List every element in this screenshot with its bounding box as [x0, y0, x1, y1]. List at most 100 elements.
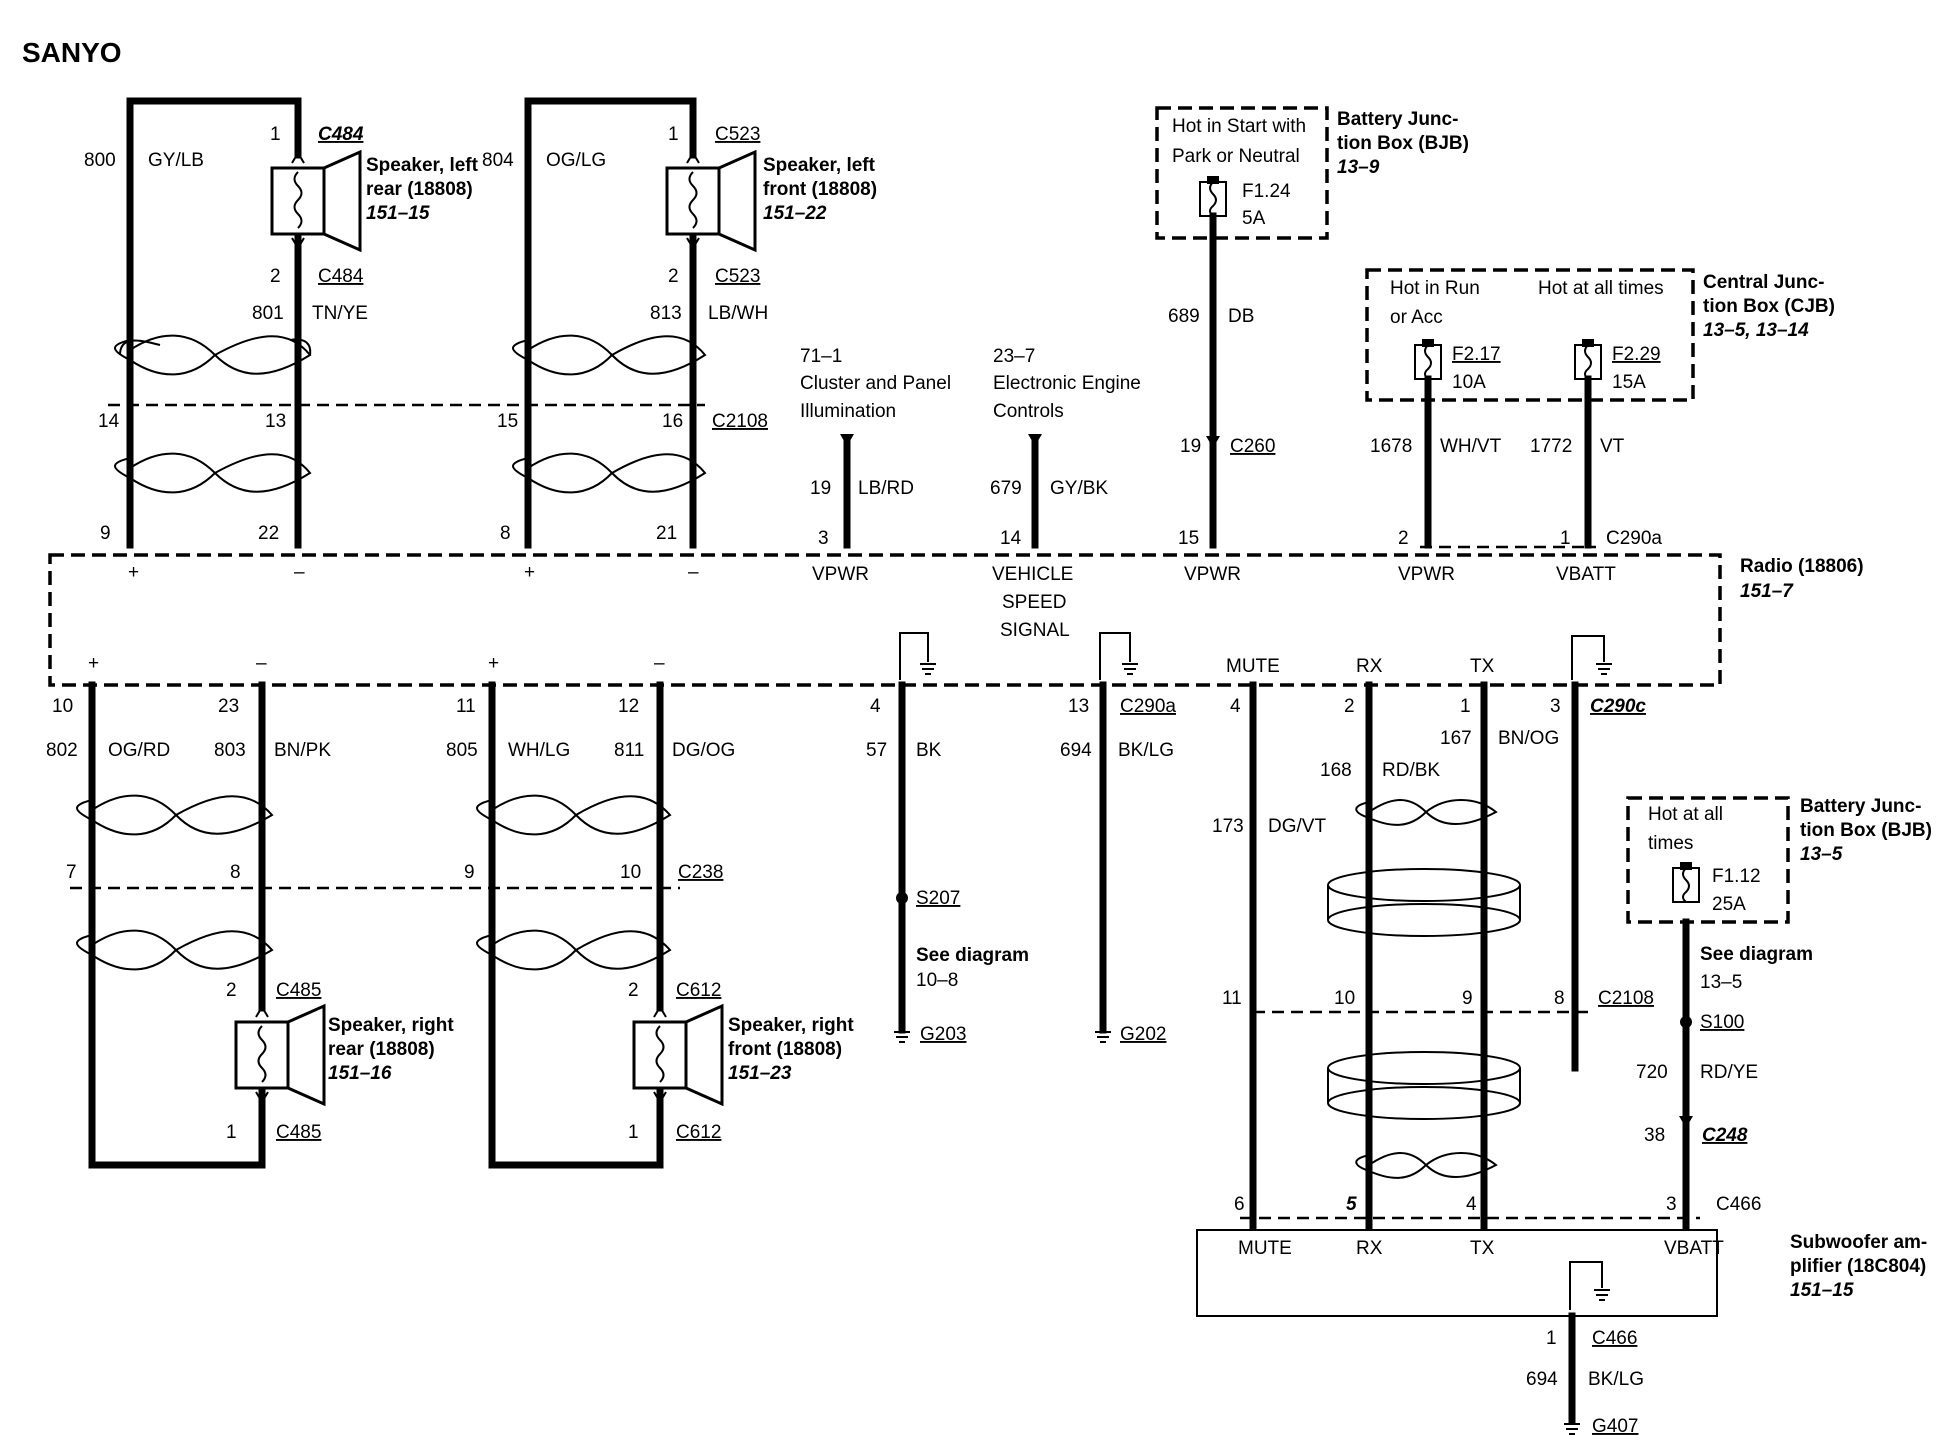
- fuse-label: F1.12: [1712, 866, 1761, 887]
- wire-color: DG/OG: [672, 740, 735, 761]
- ground-icon: [899, 632, 936, 680]
- pin-number: 8: [1554, 988, 1565, 1009]
- pin-number: 8: [500, 523, 511, 544]
- speaker-left-rear-icon: [270, 149, 362, 253]
- fuse-amp: 25A: [1712, 894, 1746, 915]
- twisted-pair-icon: [512, 334, 707, 376]
- polarity-minus: –: [654, 653, 665, 674]
- radio-box: [48, 553, 1722, 687]
- ref-label: Illumination: [800, 401, 896, 422]
- shield-icon: [1327, 868, 1521, 937]
- module-label: tion Box (BJB): [1337, 133, 1469, 154]
- connector-label: C485: [276, 1122, 321, 1143]
- pin-number: 13: [265, 411, 286, 432]
- module-label: tion Box (CJB): [1703, 296, 1835, 317]
- pin-number: 1: [1546, 1328, 1557, 1349]
- connector-label: C248: [1702, 1125, 1748, 1146]
- wire-802: [88, 681, 266, 1169]
- wire-number: 1678: [1370, 436, 1412, 457]
- wire-800: [126, 97, 302, 549]
- pin-number: 10: [1334, 988, 1355, 1009]
- pin-number: 2: [1344, 696, 1355, 717]
- module-label: tion Box (BJB): [1800, 820, 1932, 841]
- pin-number: 4: [1466, 1194, 1477, 1215]
- radio-ref: 151–7: [1740, 581, 1794, 602]
- speaker-right-front-icon: [632, 1003, 724, 1107]
- twisted-pair-icon: [114, 334, 312, 376]
- connector-label: C2108: [1598, 988, 1654, 1009]
- wire-number: 57: [866, 740, 887, 761]
- fuse-amp: 5A: [1242, 208, 1266, 229]
- pin-number: 23: [218, 696, 239, 717]
- wire-color: TN/YE: [312, 303, 368, 324]
- pin-number: 3: [818, 528, 829, 549]
- twisted-pair-icon: [476, 929, 672, 971]
- sub-pin-label: RX: [1356, 1238, 1383, 1259]
- page-title: SANYO: [22, 37, 122, 68]
- speaker-ref: 151–16: [328, 1063, 392, 1084]
- speaker-ref: 151–22: [763, 203, 827, 224]
- twisted-pair-icon: [476, 794, 672, 836]
- bjb-box: [1626, 796, 1790, 924]
- pin-number: 1: [668, 124, 679, 145]
- speaker-right-rear-icon: [234, 1003, 326, 1107]
- ground-label: G203: [920, 1024, 966, 1045]
- pin-number: 2: [1398, 528, 1409, 549]
- radio-pin-label: VEHICLE: [992, 564, 1073, 585]
- wire-color: RD/YE: [1700, 1062, 1758, 1083]
- wire-color: BN/PK: [274, 740, 331, 761]
- wire-color: GY/LB: [148, 150, 204, 171]
- wire-color: DB: [1228, 306, 1254, 327]
- connector-label: C466: [1592, 1328, 1637, 1349]
- see-diagram-ref: 13–5: [1700, 972, 1742, 993]
- twisted-pair-icon: [76, 929, 274, 971]
- wire-number: 804: [482, 150, 514, 171]
- pin-number: 1: [628, 1122, 639, 1143]
- wire-color: OG/LG: [546, 150, 606, 171]
- module-label: Central Junc-: [1703, 272, 1824, 293]
- radio-pin-label: MUTE: [1226, 656, 1280, 677]
- hot-label: Hot in Start with: [1172, 116, 1306, 137]
- speaker-label: Speaker, right: [728, 1015, 854, 1036]
- module-ref: 151–15: [1790, 1280, 1854, 1301]
- wire-number: 167: [1440, 728, 1472, 749]
- arrow-icon: [1206, 436, 1220, 448]
- wire-804: [524, 97, 697, 549]
- pin-number: 9: [464, 862, 475, 883]
- see-diagram-label: See diagram: [916, 945, 1029, 966]
- module-ref: 13–9: [1337, 157, 1380, 178]
- pin-number: 3: [1550, 696, 1561, 717]
- pin-number: 9: [100, 523, 111, 544]
- connector-label: C612: [676, 980, 721, 1001]
- wire-number: 1772: [1530, 436, 1572, 457]
- wire-color: RD/BK: [1382, 760, 1440, 781]
- see-diagram-label: See diagram: [1700, 944, 1813, 965]
- speaker-label: rear (18808): [328, 1039, 435, 1060]
- wire-color: BN/OG: [1498, 728, 1559, 749]
- fuse-icon: [1574, 339, 1602, 380]
- connector-label: C290c: [1590, 696, 1646, 717]
- fuse-icon: [1199, 176, 1227, 217]
- twisted-pair-icon: [1355, 1152, 1498, 1179]
- wire-number: 19: [810, 478, 831, 499]
- sub-pin-label: VBATT: [1664, 1238, 1724, 1259]
- polarity-minus: –: [256, 653, 267, 674]
- wire-805: [488, 681, 664, 1169]
- pin-number: 15: [1178, 528, 1199, 549]
- arrow-icon: [840, 434, 854, 446]
- connector-label: C612: [676, 1122, 721, 1143]
- module-label: Battery Junc-: [1800, 796, 1921, 817]
- fuse-label: F2.29: [1612, 344, 1661, 365]
- see-diagram-ref: 10–8: [916, 970, 958, 991]
- ref-label: Controls: [993, 401, 1064, 422]
- pin-number: 12: [618, 696, 639, 717]
- ref-label: Electronic Engine: [993, 373, 1141, 394]
- connector-label: C2108: [712, 411, 768, 432]
- fuse-label: F2.17: [1452, 344, 1501, 365]
- pin-number: 7: [66, 862, 77, 883]
- pin-number: 15: [497, 411, 518, 432]
- module-ref: 13–5: [1800, 844, 1843, 865]
- hot-label: Park or Neutral: [1172, 146, 1300, 167]
- wire-number: 800: [84, 150, 116, 171]
